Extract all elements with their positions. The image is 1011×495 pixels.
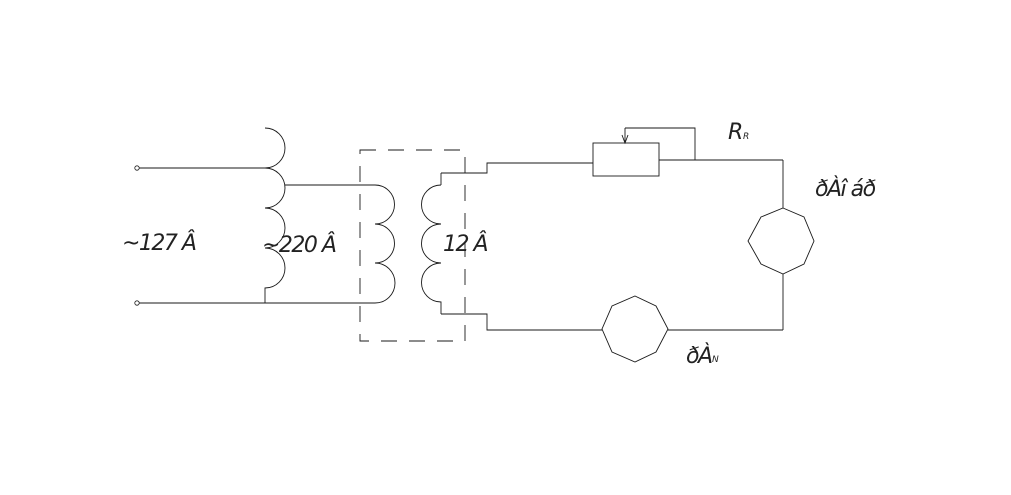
input-terminal-top: [134, 165, 140, 171]
rheostat-slider-arrow: [621, 134, 629, 145]
voltmeter-subscript: N: [712, 355, 719, 365]
voltmeter-label: ðÀ: [686, 343, 712, 369]
output-wire-top: [441, 162, 593, 174]
resistor-label: R: [728, 120, 742, 145]
secondary-voltage-label: ~220 Â: [262, 232, 336, 258]
ammeter-label: ðÀî áð: [815, 176, 876, 202]
rheostat-body: [592, 142, 660, 177]
ammeter-octagon: [747, 207, 815, 275]
voltmeter-octagon: [601, 295, 669, 363]
autotransformer-winding: [264, 127, 286, 303]
primary-voltage-label: ~127 Â: [122, 230, 196, 256]
transformer-primary-winding: [374, 184, 396, 304]
output-wire-bottom: [441, 313, 602, 331]
output-voltage-label: 12 Â: [443, 231, 487, 257]
input-terminal-bottom: [134, 300, 140, 306]
transformer-core-outline: [359, 149, 466, 342]
transformer-secondary-winding: [421, 184, 442, 314]
resistor-subscript: R: [743, 132, 749, 142]
rheostat-bypass-wire: [625, 127, 696, 160]
